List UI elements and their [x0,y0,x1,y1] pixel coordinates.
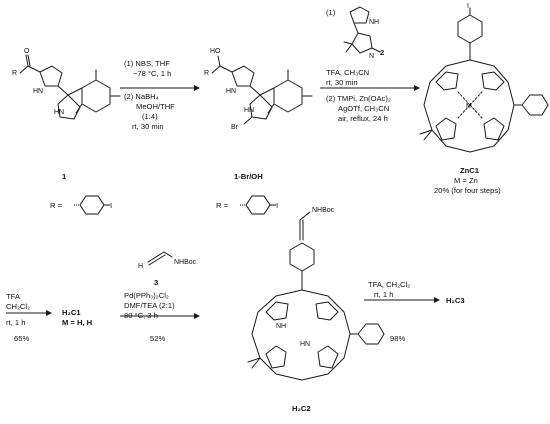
atom-NH: NH [369,19,379,26]
h2c1-metal: M = H, H [62,318,93,327]
step2-line1: TFA, CH₃CN [326,68,370,77]
atom-I: I [467,3,469,10]
znc1-metal: M = Zn [454,176,478,185]
compound-1-br-oh-structure [211,55,313,125]
compound-3-label: 3 [154,278,159,287]
atom-H: H [138,263,143,270]
h2c2-structure [247,211,385,381]
compound-1-structure [19,54,121,120]
compound-1-br-oh-label: 1-Br/OH [234,172,263,181]
step5-line1: TFA, CH₂Cl₂ [368,280,411,289]
compound-2-structure [343,6,381,54]
step1-line5: (1:4) [142,112,158,121]
compound-1-br-oh-r-definition: R = [216,201,229,210]
atom-NH-2: NH [276,323,286,330]
step4-yield: 52% [150,334,166,343]
r-group-1-iodophenyl [74,195,110,215]
atom-NHBoc: NHBoc [174,259,197,266]
atom-HN-3: HN [226,88,236,95]
atom-O: O [24,48,30,55]
atom-HO: HO [210,48,221,55]
step5-line2: rt, 1 h [374,290,394,299]
step2-prefix: (1) [326,8,336,17]
h2c1-label: H₂C1 [62,308,81,317]
step2-line5: air, reflux, 24 h [338,114,388,123]
atom-NHBoc-2: NHBoc [312,207,335,214]
step2-line2: rt, 30 min [326,78,358,87]
atom-R-2: R [204,70,209,77]
step5-yield: 98% [390,334,406,343]
compound-2-label: 2 [380,48,385,57]
step2-line3: (2) TMPi, Zn(OAc)₂ [326,94,391,103]
compound-3-structure [147,251,173,266]
r-group-2-iodo: I [276,201,279,210]
atom-Br: Br [231,124,239,131]
h2c3-label: H₂C3 [446,296,465,305]
atom-N: N [369,53,374,60]
znc1-yield: 20% (for four steps) [434,186,501,195]
step3-yield: 65% [14,334,30,343]
atom-HN-4: HN [244,107,254,114]
atom-M: M [466,103,472,110]
step3-line2: CH₂Cl₂ [6,302,31,311]
arrow-step2 [320,85,420,91]
r-group-1-iodo: I [110,201,113,210]
step1-line3: (2) NaBH₄ [124,92,159,101]
atom-HN-5: HN [300,341,310,348]
step4-line1: Pd(PPh₃)₂Cl₂ [124,291,169,300]
atom-HN: HN [33,88,43,95]
step1-line6: rt, 30 min [132,122,164,131]
arrow-step5 [364,297,440,303]
atom-R: R [12,70,17,77]
znc1-label: ZnC1 [460,166,479,175]
step1-line1: (1) NBS, THF [124,59,170,68]
h2c2-label: H₂C2 [292,404,311,413]
compound-1-r-definition: R = [50,201,63,210]
step4-line2: DMF/TEA (2:1) [124,301,175,310]
atom-HN-2: HN [54,109,64,116]
arrow-step4 [120,313,200,319]
step1-line4: MeOH/THF [136,102,175,111]
compound-1-label: 1 [62,172,67,181]
step4-line3: 80 °C, 3 h [124,311,158,320]
zn-c1-structure [419,7,549,153]
step2-line4: AgOTf, CH₃CN [338,104,390,113]
arrow-step3 [6,310,52,316]
arrow-step1 [120,85,200,91]
step1-line2: −78 °C, 1 h [133,69,172,78]
step3-line3: rt, 1 h [6,318,26,327]
step3-line1: TFA [6,292,20,301]
r-group-2-iodophenyl [240,195,276,215]
